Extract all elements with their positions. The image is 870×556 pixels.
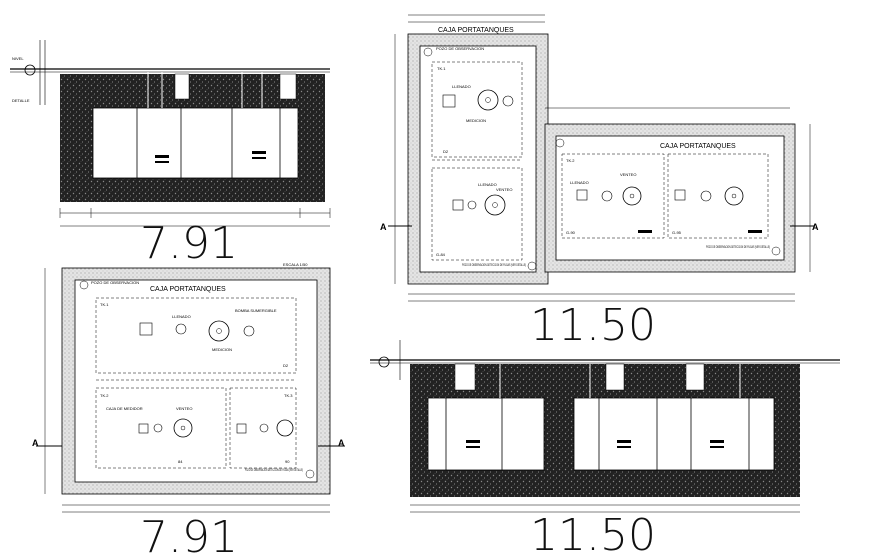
plan-view-top-right: CAJA PORTATANQUES POZO DE OBSERVACION TK… — [380, 14, 819, 351]
section-marker-a-large-right: A — [812, 222, 819, 232]
d2-large-label: D2 — [443, 149, 449, 154]
pozo-right-label: POZO DE OBSERVACION DETECCION DE FUGAS (… — [706, 244, 770, 249]
svg-text:POZO DE OBSERVACION: POZO DE OBSERVACION — [436, 46, 484, 51]
tank2-large-label: TK.2 — [566, 158, 575, 163]
scale-label: ESCALA 1/50 — [283, 262, 308, 267]
tank2-label: TK.2 — [100, 393, 109, 398]
g95-large-label: G-95 — [672, 230, 682, 235]
section-view-top-left: NIVEL DETALLE 7.91 — [10, 40, 331, 269]
d2-label: D2 — [283, 363, 289, 368]
dim-bottom-right: 11.50 — [530, 510, 656, 556]
plan-view-bottom-left: ESCALA 1/50 POZO DE OBSERVACION CAJA POR… — [32, 262, 345, 556]
svg-text:POZO DE OBSERVACION: POZO DE OBSERVACION — [91, 280, 139, 285]
llenado-right-label: LLENADO — [570, 180, 589, 185]
section-marker-a-left: A — [32, 438, 39, 448]
tank3-label: TK.3 — [284, 393, 293, 398]
llenado-large-label-2: LLENADO — [478, 182, 497, 187]
plan-title-right: CAJA PORTATANQUES — [660, 143, 736, 150]
g84-large-label: G-84 — [436, 252, 446, 257]
llenado-label: LLENADO — [172, 314, 191, 319]
tank1-label: TK.1 — [100, 302, 109, 307]
section-view-bottom-right: 11.50 — [370, 340, 840, 556]
medicion-label: MEDICION — [212, 347, 232, 352]
g84-label: 84 — [178, 459, 183, 464]
venteo-label: VENTEO — [176, 406, 192, 411]
g90-large-label: G-90 — [566, 230, 576, 235]
dim-top-right: 11.50 — [530, 300, 656, 351]
svg-text:NIVEL: NIVEL — [12, 56, 24, 61]
caja-label: CAJA DE MEDIDOR — [106, 406, 143, 411]
dim-top-left: 7.91 — [140, 218, 238, 269]
svg-text:DETALLE: DETALLE — [12, 98, 30, 103]
g90-label: 90 — [285, 459, 290, 464]
venteo-right-label: VENTEO — [620, 172, 636, 177]
plan-title-small: CAJA PORTATANQUES — [150, 286, 226, 293]
pozo-label: POZO DE OBSERVACION DETECCION DE FUGAS (… — [245, 467, 303, 472]
tank1-large-label: TK.1 — [437, 66, 446, 71]
llenado-large-label: LLENADO — [452, 84, 471, 89]
section-marker-a-right: A — [338, 438, 345, 448]
pozo-large-label: POZO DE OBSERVACION DETECCION DE FUGAS (… — [462, 262, 526, 267]
venteo-large-label: VENTEO — [496, 187, 512, 192]
bomba-label: BOMBA SUMERGIBLE — [235, 308, 277, 313]
section-marker-a-large-left: A — [380, 222, 387, 232]
dim-bottom-left: 7.91 — [140, 512, 238, 556]
plan-title-left: CAJA PORTATANQUES — [438, 27, 514, 34]
medicion-large-label: MEDICION — [466, 118, 486, 123]
